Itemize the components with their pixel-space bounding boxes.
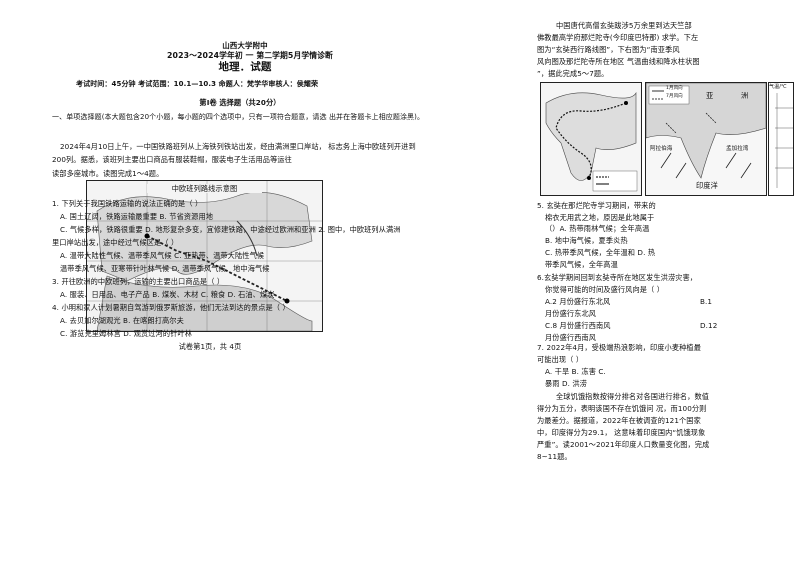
page-footer: 试卷第1页，共 4页: [178, 342, 242, 351]
question-6-option-b-label: B.1: [700, 297, 713, 306]
question-4-options-ab: A. 去贝加尔湖观光 B. 在喀朗打高尔夫: [60, 316, 184, 325]
question-7-options-abc: A. 干旱 B. 冻害 C.: [545, 367, 606, 376]
question-3: 3. 开往欧洲的中欧班列，运输的主要出口商品是（ ）: [52, 277, 225, 286]
question-2: 里口岸站出发，途中经过气候区是（ ）: [52, 238, 179, 247]
label-arabian-sea: 阿拉伯海: [650, 146, 673, 152]
china-europe-railway-map: 中欧班列路线示意图: [86, 180, 323, 332]
exam-info: 考试时间：45分钟 考试范围：10.1—10.3 命题人：梵学华审核人：侯耀荣: [76, 80, 319, 88]
route-map-graphic: [541, 83, 641, 195]
right-para-9: 中，印度得分为29.1， 这意味着印度国内“饥饿现象: [537, 428, 706, 437]
question-6-line-2: 你觉得可能的时间及盛行风向是（ ）: [545, 285, 664, 294]
section-title: 第Ⅰ卷 选择题（共20分）: [199, 98, 281, 107]
climate-chart-graphic: [775, 93, 793, 188]
question-4: 4. 小明和家人计划暑期自驾游到俄罗斯旅游，他们无法到达的景点是（ ）: [52, 303, 290, 312]
monsoon-map-graphic: [646, 83, 766, 195]
xuanzang-route-map: [540, 82, 642, 196]
label-bay-of-bengal: 孟加拉湾: [726, 146, 749, 152]
question-6-option-d-label: D.12: [700, 321, 718, 330]
legend-jan-wind: 1月风向: [666, 86, 683, 91]
railway-map-graphic: [87, 181, 322, 331]
question-5-option-b: B. 地中海气候，夏季炎热: [545, 236, 628, 245]
monsoon-wind-map: 1月风向 7月风向 亚 洲 印度洋 孟加拉湾 阿拉伯海: [645, 82, 767, 196]
label-asia-1: 亚: [706, 91, 714, 100]
question-5-option-d: 带季风气候，全年高温: [545, 260, 618, 269]
question-6: 6.玄奘学期间回到玄奘寺所在地区发生洪涝灾害，: [537, 273, 698, 282]
right-para-10: 严重”。读2001～2021年印度人口数量变化图，完成: [537, 440, 710, 449]
climate-chart: 气温/℃: [768, 82, 794, 196]
right-para-8: 为最差分。据报道，2022年在被调查的121个国家: [537, 416, 701, 425]
question-7-options-cd: 暴雨 D. 洪涝: [545, 379, 587, 388]
right-para-4: 风向图及那烂陀寺所在地区 气温曲线和降水柱状图: [537, 57, 700, 66]
question-5-line-2: 棉衣无用武之地，原因是此地属于: [545, 213, 655, 222]
right-para-2: 佛教最高学府那烂陀寺(今印度巴特那) 求学。下左: [537, 33, 699, 42]
question-1-options-cd: C. 气候多样，铁路很重要 D. 地形复杂多变，宜修建铁路，中途经过欧洲和亚洲 …: [60, 225, 401, 234]
school-name: 山西大学附中: [222, 41, 268, 50]
question-2-options-b: 温带季风气候、亚寒带针叶林气候 D. 温带季风气候、地中海气候: [60, 264, 270, 273]
intro-line-3: 读部多座城市。读图完成1～4题。: [52, 169, 164, 178]
question-1-options-ab: A. 国土辽阔，铁路运输最重要 B. 节省资源用地: [60, 212, 214, 221]
right-para-11: 8~11题。: [537, 452, 572, 461]
question-6-option-b: 月份盛行东北风: [545, 309, 597, 318]
question-1: 1. 下列关于我国铁路运输的说法正确的是（ ）: [52, 199, 203, 208]
right-para-1: 中国唐代高僧玄奘跋涉5万余里到达天竺部: [556, 21, 692, 30]
map-title: 中欧班列路线示意图: [147, 184, 262, 193]
question-5-option-cd: C. 热带季风气候，全年温和 D. 热: [545, 248, 656, 257]
right-para-7: 得分为五分，表明该国不存在饥饿问 况，而100分则: [537, 404, 707, 413]
right-para-5: ”，据此完成5～7题。: [537, 69, 609, 78]
label-indian-ocean: 印度洋: [696, 181, 718, 190]
question-3-options: A. 服装、日用品、电子产品 B. 煤炭、木材 C. 粮食 D. 石油、煤炭: [60, 290, 275, 299]
question-7-line-2: 可能出现（ ）: [537, 355, 584, 364]
question-2-options-a: A. 温带大陆性气候、温带季风气候 C. 亚热带、温带大陆性气候: [60, 251, 265, 260]
question-7: 7. 2022年4月，受极端热浪影响，印度小麦种植最: [537, 343, 701, 352]
question-4-options-cd: C. 游览克里姆林宫 D. 观赏过河的针叶林: [60, 329, 192, 338]
exam-title: 2023～2024学年初 一 第二学期5月学情诊断: [167, 51, 333, 60]
climate-axis-label: 气温/℃: [769, 84, 787, 90]
right-para-6: 全球饥饿指数按得分排名对各国进行排名，数值: [556, 392, 710, 401]
question-5-option-a: （）A. 热带雨林气候；全年高温: [545, 224, 650, 233]
intro-line-2: 200列。据悉，该班列主要出口商品有服装鞋帽，服装电子生活用品等运往: [52, 155, 292, 164]
legend-jul-wind: 7月风向: [666, 94, 683, 99]
intro-line-1: 2024年4月10日上午，一中国铁路班列从上海铁列铁站出发，经由满洲里口岸站， …: [60, 142, 416, 151]
right-para-3: 图为“玄奘西行路线图”，下右图为“南亚季风: [537, 45, 680, 54]
instruction: 一、单项选择题(本大题包含20个小题，每小题的四个选项中，只有一项符合题意，请选…: [52, 113, 425, 121]
question-6-option-c: C.8 月份盛行西南风: [545, 321, 611, 330]
question-5: 5. 玄奘在那烂陀寺学习期间，带来的: [537, 201, 656, 210]
label-asia-2: 洲: [741, 91, 749, 100]
question-6-option-d: 月份盛行西南风: [545, 333, 597, 342]
question-6-option-a: A.2 月份盛行东北风: [545, 297, 611, 306]
subject-title: 地理．试题: [218, 61, 272, 73]
